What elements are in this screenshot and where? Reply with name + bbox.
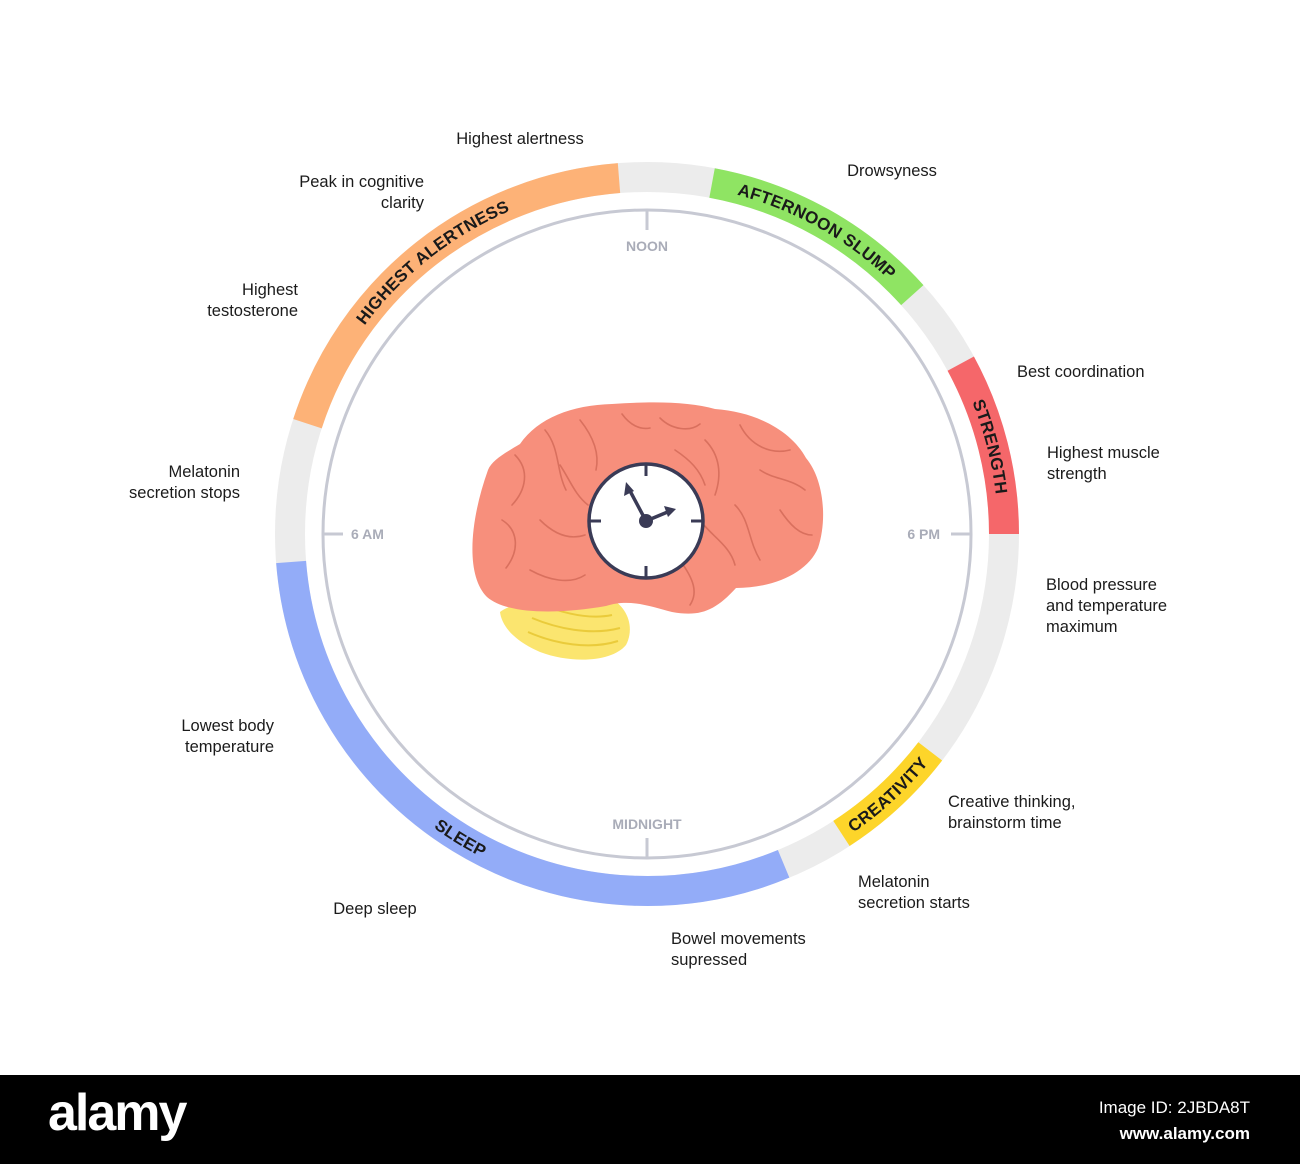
label-6pm: 6 PM bbox=[907, 526, 940, 542]
label-6am: 6 AM bbox=[351, 526, 384, 542]
brain-with-clock-icon bbox=[472, 402, 824, 660]
site-url: www.alamy.com bbox=[1119, 1124, 1250, 1143]
activity-segments bbox=[276, 163, 1019, 906]
annotation-creative-thinking: Creative thinking,brainstorm time bbox=[948, 793, 1075, 832]
segment-sleep bbox=[276, 560, 790, 906]
annotation-highest-alertness: Highest alertness bbox=[456, 130, 583, 148]
segment-strength bbox=[947, 356, 1019, 535]
alamy-logo: alamy bbox=[48, 1084, 187, 1142]
hour-hand-arrow bbox=[664, 506, 676, 517]
annotation-drowsyness: Drowsyness bbox=[847, 162, 937, 180]
image-id: Image ID: 2JBDA8T bbox=[1098, 1098, 1250, 1117]
segment-afternoon-slump bbox=[709, 168, 924, 306]
segment-label-creativity: CREATIVITY bbox=[845, 753, 932, 836]
minute-hand-arrow bbox=[624, 482, 634, 496]
clock-center-pin bbox=[639, 514, 653, 528]
watermark-footer: alamy Image ID: 2JBDA8T www.alamy.com bbox=[0, 1075, 1300, 1164]
segment-highest-alertness bbox=[293, 163, 621, 429]
segment-creativity bbox=[833, 742, 943, 846]
brain-folds bbox=[501, 413, 813, 606]
image-id-block: Image ID: 2JBDA8T www.alamy.com bbox=[1099, 1095, 1250, 1147]
label-noon: NOON bbox=[626, 238, 668, 254]
annotation-best-coordination: Best coordination bbox=[1017, 363, 1145, 381]
annotation-deep-sleep: Deep sleep bbox=[333, 900, 416, 918]
label-midnight: MIDNIGHT bbox=[612, 816, 682, 832]
